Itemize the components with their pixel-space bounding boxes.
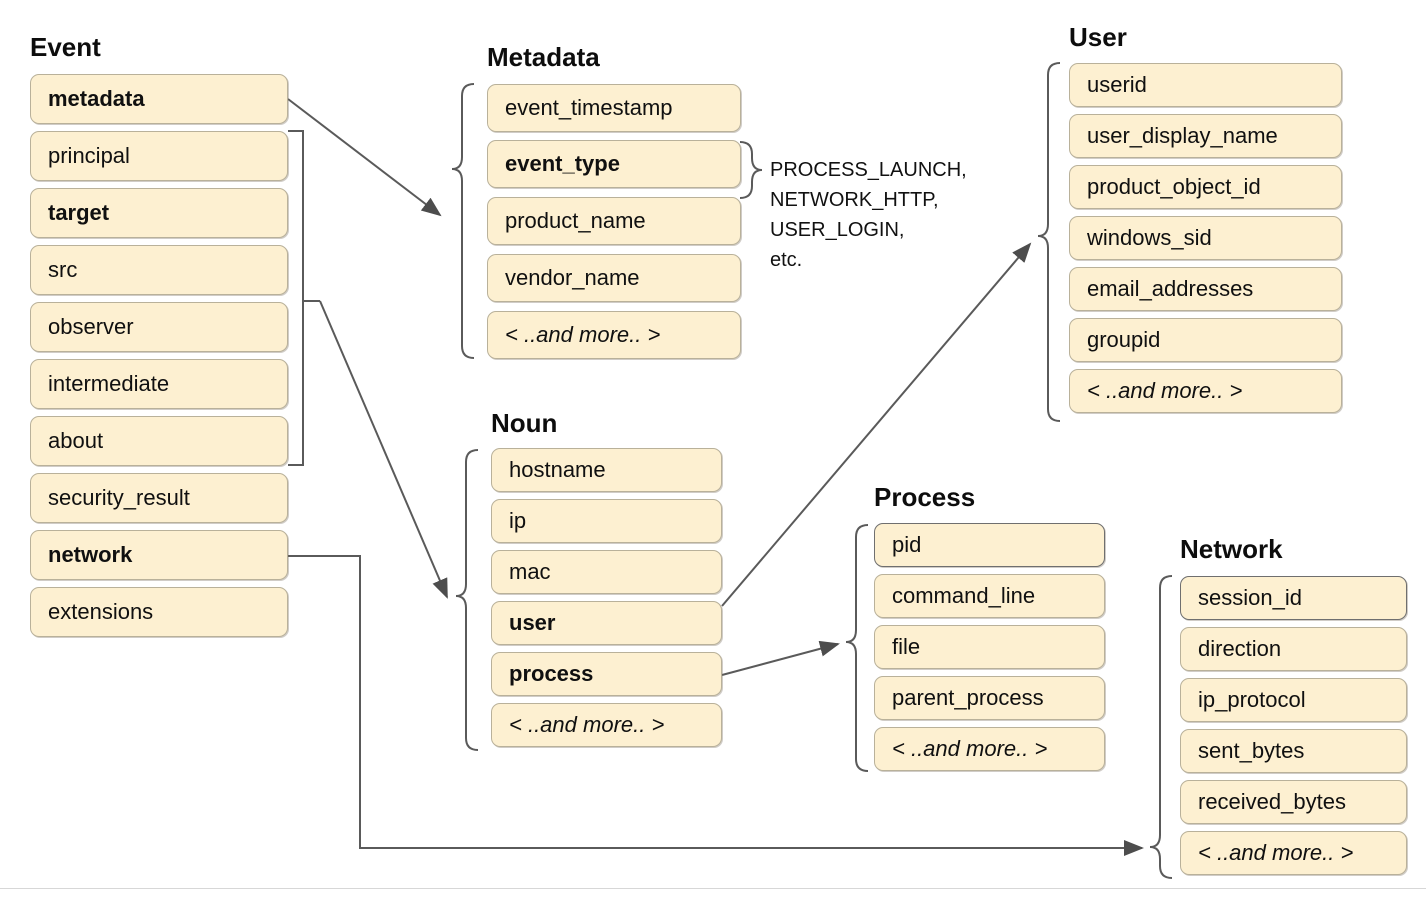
field-user-and-more[interactable]: < ..and more.. >	[1069, 369, 1342, 413]
bracket-nouns	[288, 130, 304, 466]
field-user-product-object-id[interactable]: product_object_id	[1069, 165, 1342, 209]
footer-divider	[0, 888, 1426, 889]
group-metadata: Metadata event_timestamp event_type prod…	[487, 42, 741, 359]
field-user-display-name[interactable]: user_display_name	[1069, 114, 1342, 158]
field-network-and-more[interactable]: < ..and more.. >	[1180, 831, 1407, 875]
field-event-src[interactable]: src	[30, 245, 288, 295]
brace-metadata	[451, 83, 475, 359]
field-user-groupid[interactable]: groupid	[1069, 318, 1342, 362]
field-user-userid[interactable]: userid	[1069, 63, 1342, 107]
field-metadata-product-name[interactable]: product_name	[487, 197, 741, 245]
field-metadata-event-timestamp[interactable]: event_timestamp	[487, 84, 741, 132]
field-noun-user[interactable]: user	[491, 601, 722, 645]
group-user: User userid user_display_name product_ob…	[1069, 22, 1342, 413]
brace-process	[845, 524, 869, 772]
field-noun-process[interactable]: process	[491, 652, 722, 696]
field-process-command-line[interactable]: command_line	[874, 574, 1105, 618]
group-process: Process pid command_line file parent_pro…	[874, 482, 1105, 771]
field-metadata-event-type[interactable]: event_type	[487, 140, 741, 188]
brace-user	[1037, 62, 1061, 422]
field-metadata-and-more[interactable]: < ..and more.. >	[487, 311, 741, 359]
field-user-email-addresses[interactable]: email_addresses	[1069, 267, 1342, 311]
field-metadata-vendor-name[interactable]: vendor_name	[487, 254, 741, 302]
field-network-received-bytes[interactable]: received_bytes	[1180, 780, 1407, 824]
field-noun-mac[interactable]: mac	[491, 550, 722, 594]
field-event-network[interactable]: network	[30, 530, 288, 580]
group-title-event: Event	[30, 32, 101, 62]
field-event-about[interactable]: about	[30, 416, 288, 466]
group-title-metadata: Metadata	[487, 42, 600, 72]
group-title-user: User	[1069, 22, 1127, 52]
field-event-target[interactable]: target	[30, 188, 288, 238]
field-event-intermediate[interactable]: intermediate	[30, 359, 288, 409]
brace-noun	[455, 449, 479, 751]
group-title-noun: Noun	[491, 408, 558, 438]
connector-metadata	[287, 98, 442, 217]
group-noun: Noun hostname ip mac user process < ..an…	[491, 408, 722, 747]
group-event: Event metadata principal target src obse…	[30, 32, 288, 637]
field-user-windows-sid[interactable]: windows_sid	[1069, 216, 1342, 260]
field-network-session-id[interactable]: session_id	[1180, 576, 1407, 620]
field-event-metadata[interactable]: metadata	[30, 74, 288, 124]
field-event-extensions[interactable]: extensions	[30, 587, 288, 637]
field-noun-hostname[interactable]: hostname	[491, 448, 722, 492]
brace-event-type-values	[739, 141, 763, 199]
field-process-pid[interactable]: pid	[874, 523, 1105, 567]
connector-process	[721, 640, 840, 676]
group-title-process: Process	[874, 482, 976, 512]
group-title-network: Network	[1180, 534, 1283, 564]
field-event-principal[interactable]: principal	[30, 131, 288, 181]
field-network-sent-bytes[interactable]: sent_bytes	[1180, 729, 1407, 773]
connector-noun	[319, 300, 448, 599]
field-process-parent-process[interactable]: parent_process	[874, 676, 1105, 720]
field-process-file[interactable]: file	[874, 625, 1105, 669]
field-event-observer[interactable]: observer	[30, 302, 288, 352]
field-network-direction[interactable]: direction	[1180, 627, 1407, 671]
field-noun-and-more[interactable]: < ..and more.. >	[491, 703, 722, 747]
brace-network	[1149, 575, 1173, 879]
field-noun-ip[interactable]: ip	[491, 499, 722, 543]
annotation-event-type-values: PROCESS_LAUNCH, NETWORK_HTTP, USER_LOGIN…	[770, 159, 967, 271]
field-event-security-result[interactable]: security_result	[30, 473, 288, 523]
field-network-ip-protocol[interactable]: ip_protocol	[1180, 678, 1407, 722]
group-network: Network session_id direction ip_protocol…	[1180, 534, 1407, 875]
field-process-and-more[interactable]: < ..and more.. >	[874, 727, 1105, 771]
